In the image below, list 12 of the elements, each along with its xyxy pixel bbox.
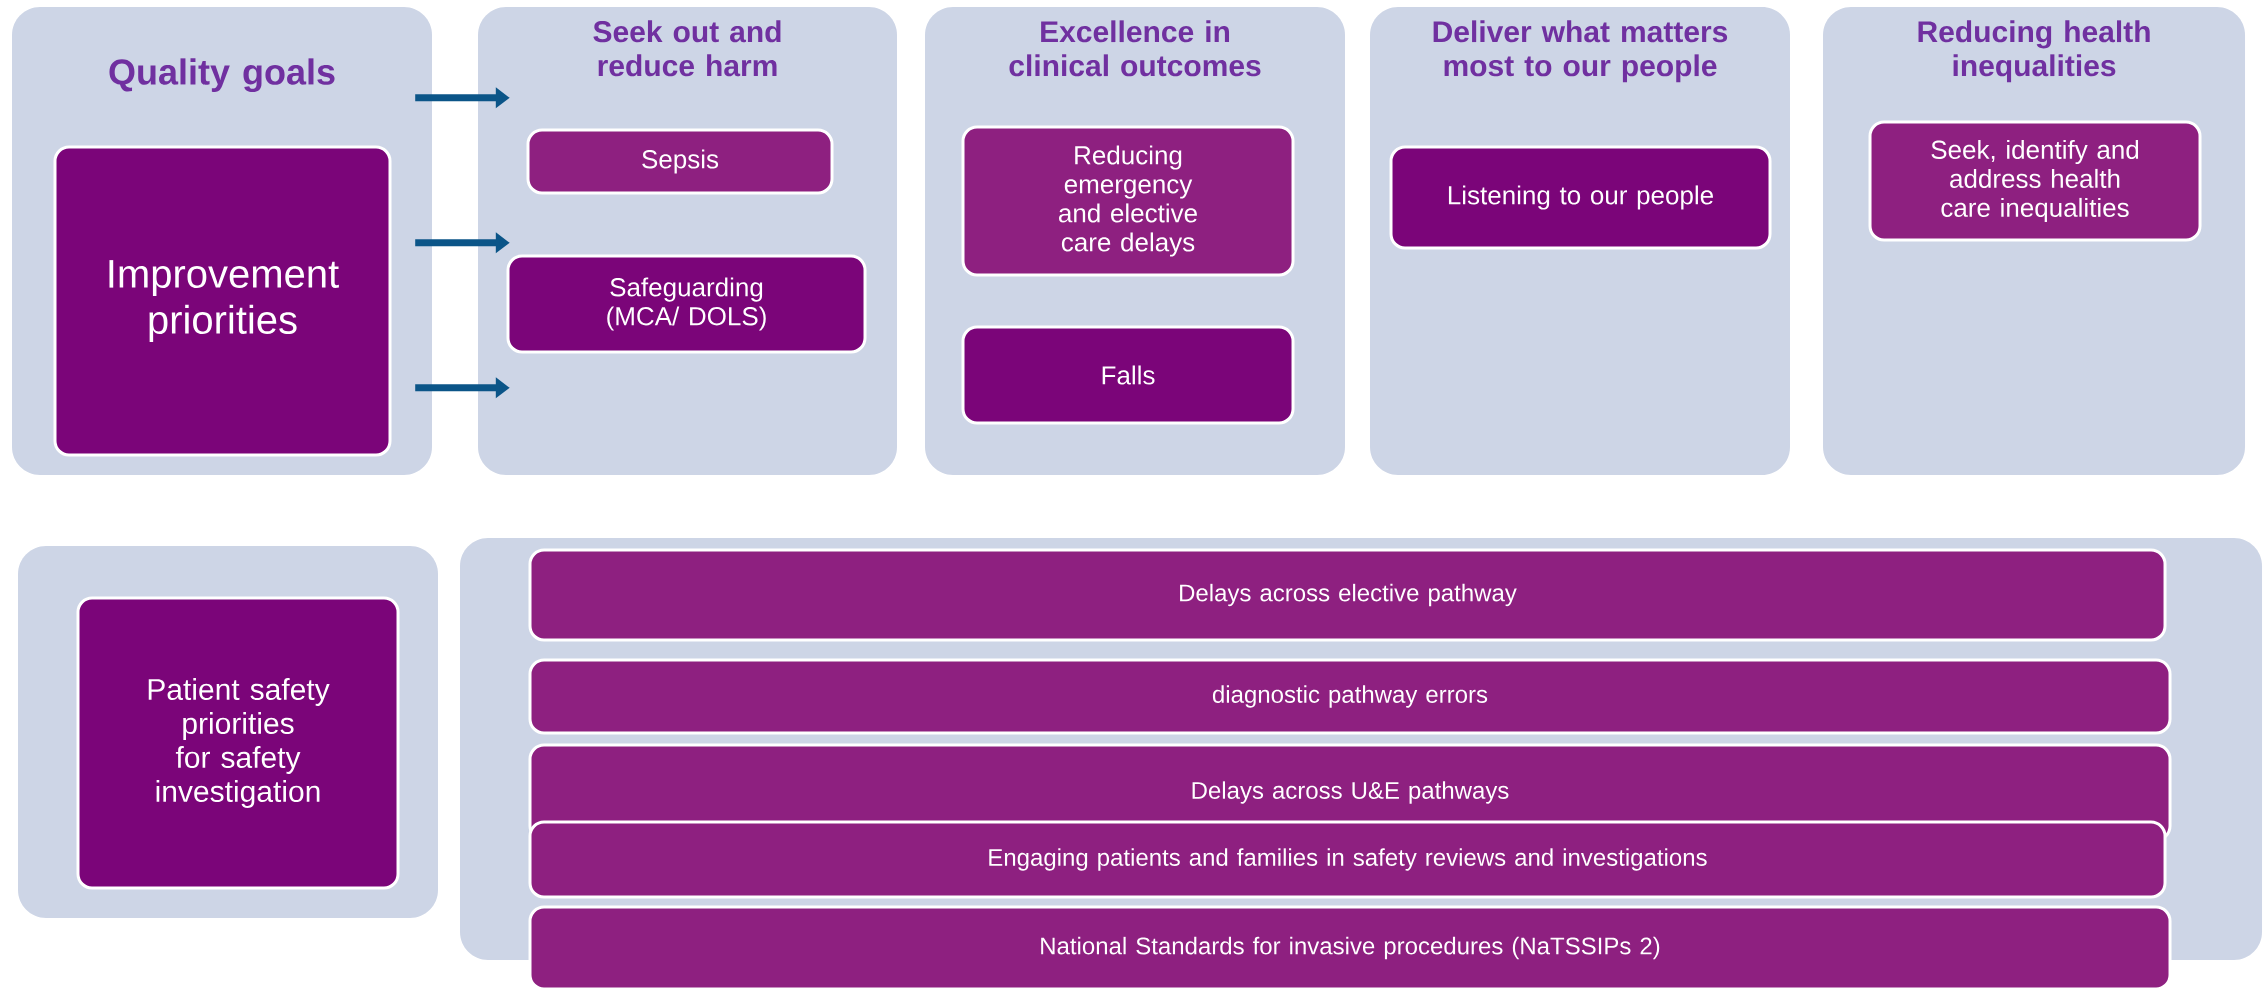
priority-box: Falls: [961, 325, 1295, 425]
priority-box: Sepsis: [526, 128, 834, 195]
priority-box: Delays across elective pathway: [528, 548, 2167, 642]
priority-box: Improvement priorities: [53, 145, 392, 457]
priority-box: Patient safety priorities for safety investigation: [76, 596, 400, 890]
priority-box: Listening to our people: [1389, 145, 1772, 250]
priority-box: Engaging patients and families in safety reviews and investigations: [528, 820, 2167, 899]
priority-box: Safeguarding (MCA/ DOLS): [506, 254, 867, 354]
priority-box: diagnostic pathway errors: [528, 658, 2172, 735]
priority-box: National Standards for invasive procedures (NaTSSIPs 2): [528, 905, 2172, 989]
priority-box: Reducing emergency and elective care delays: [961, 125, 1295, 277]
priority-box: Seek, identify and address health care inequalities: [1868, 120, 2202, 242]
